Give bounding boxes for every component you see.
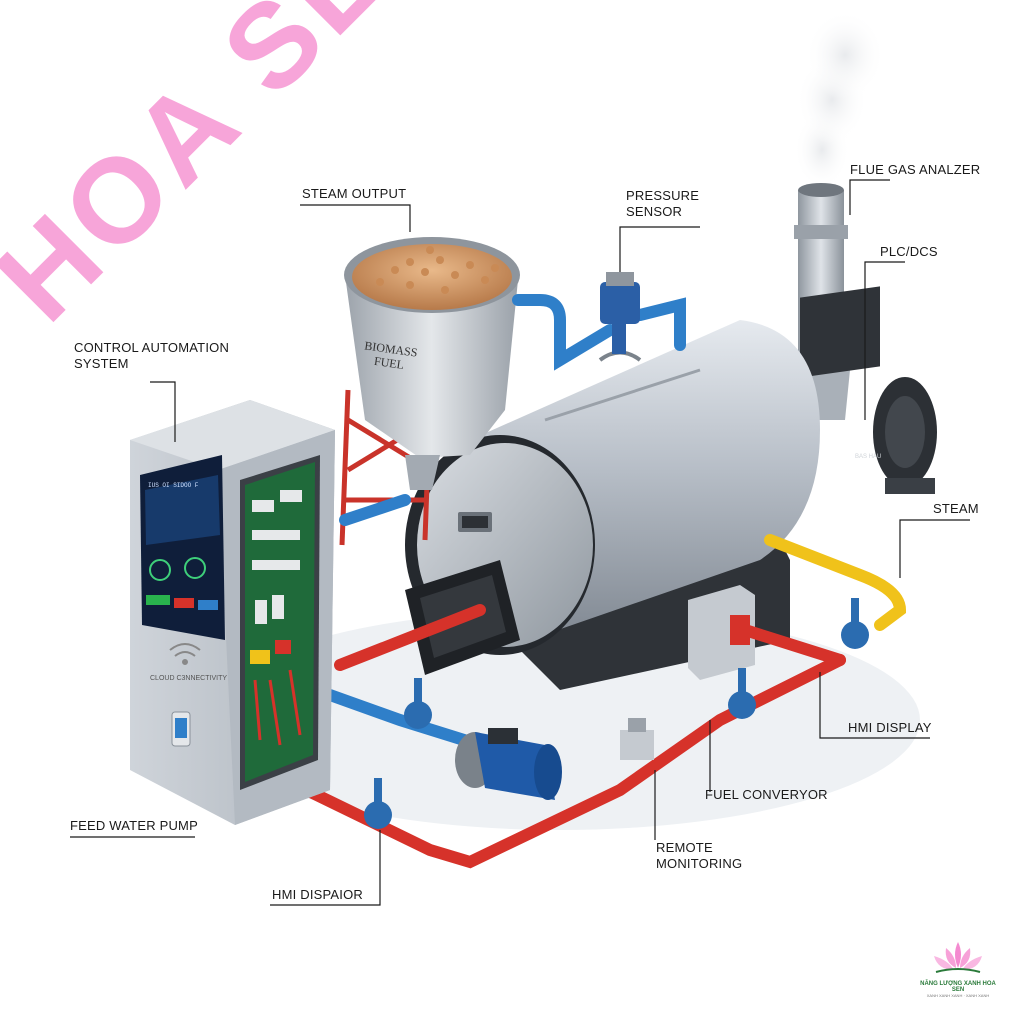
- cloud-connectivity-label: CLOUD C3NNECTIVITY: [150, 675, 227, 682]
- callout-steam-output: STEAM OUTPUT: [302, 186, 407, 201]
- callout-steam: STEAM: [933, 501, 979, 516]
- wifi-icon: [169, 643, 201, 665]
- hmi-screen-header: IUS OI SIDOO F: [148, 482, 199, 489]
- pressure-sensor-device: [600, 272, 640, 354]
- hoa-sen-logo: NĂNG LƯỢNG XANH HOA SEN XANH XANH XANH ·…: [918, 938, 998, 998]
- cold-water-piping: [324, 294, 686, 751]
- logo-title: NĂNG LƯỢNG XANH HOA SEN: [920, 981, 996, 993]
- phone-icon: [171, 711, 191, 747]
- smoke: [794, 10, 885, 190]
- callout-remote-monitoring: REMOTE MONITORING: [656, 840, 743, 871]
- callout-feed-water-pump: FEED WATER PUMP: [70, 818, 198, 833]
- valves: [364, 598, 869, 829]
- callout-hmi-dispator: HMI DISPAIOR: [272, 887, 364, 902]
- callout-hmi-display: HMI DISPLAY: [848, 720, 932, 735]
- callout-flue-gas-analyzer: FLUE GAS ANALZER: [850, 162, 981, 177]
- callout-plc-dcs: PLC/DCS: [880, 244, 938, 259]
- inline-sensor: [620, 718, 654, 760]
- steam-pipe: [764, 534, 907, 631]
- callout-leaders: [70, 179, 970, 906]
- biomass-hopper: [344, 237, 520, 490]
- hopper-pellets: [376, 246, 499, 294]
- burner-label: BAS HAU: [855, 454, 881, 460]
- hmi-screen: [140, 455, 225, 640]
- pump-motor: [455, 728, 562, 800]
- burner-blower: [800, 286, 937, 494]
- callout-control-automation: CONTROL AUTOMATION SYSTEM: [74, 340, 230, 371]
- cabinet-wiring: [253, 669, 302, 746]
- callout-pressure-sensor: PRESSURE SENSOR: [626, 188, 700, 219]
- logo-subtitle: XANH XANH XANH · XANH XANH: [926, 993, 990, 998]
- cabinet-components: [250, 490, 302, 664]
- lotus-icon: [934, 942, 982, 973]
- callout-fuel-conveyor: FUEL CONVERYOR: [705, 787, 828, 802]
